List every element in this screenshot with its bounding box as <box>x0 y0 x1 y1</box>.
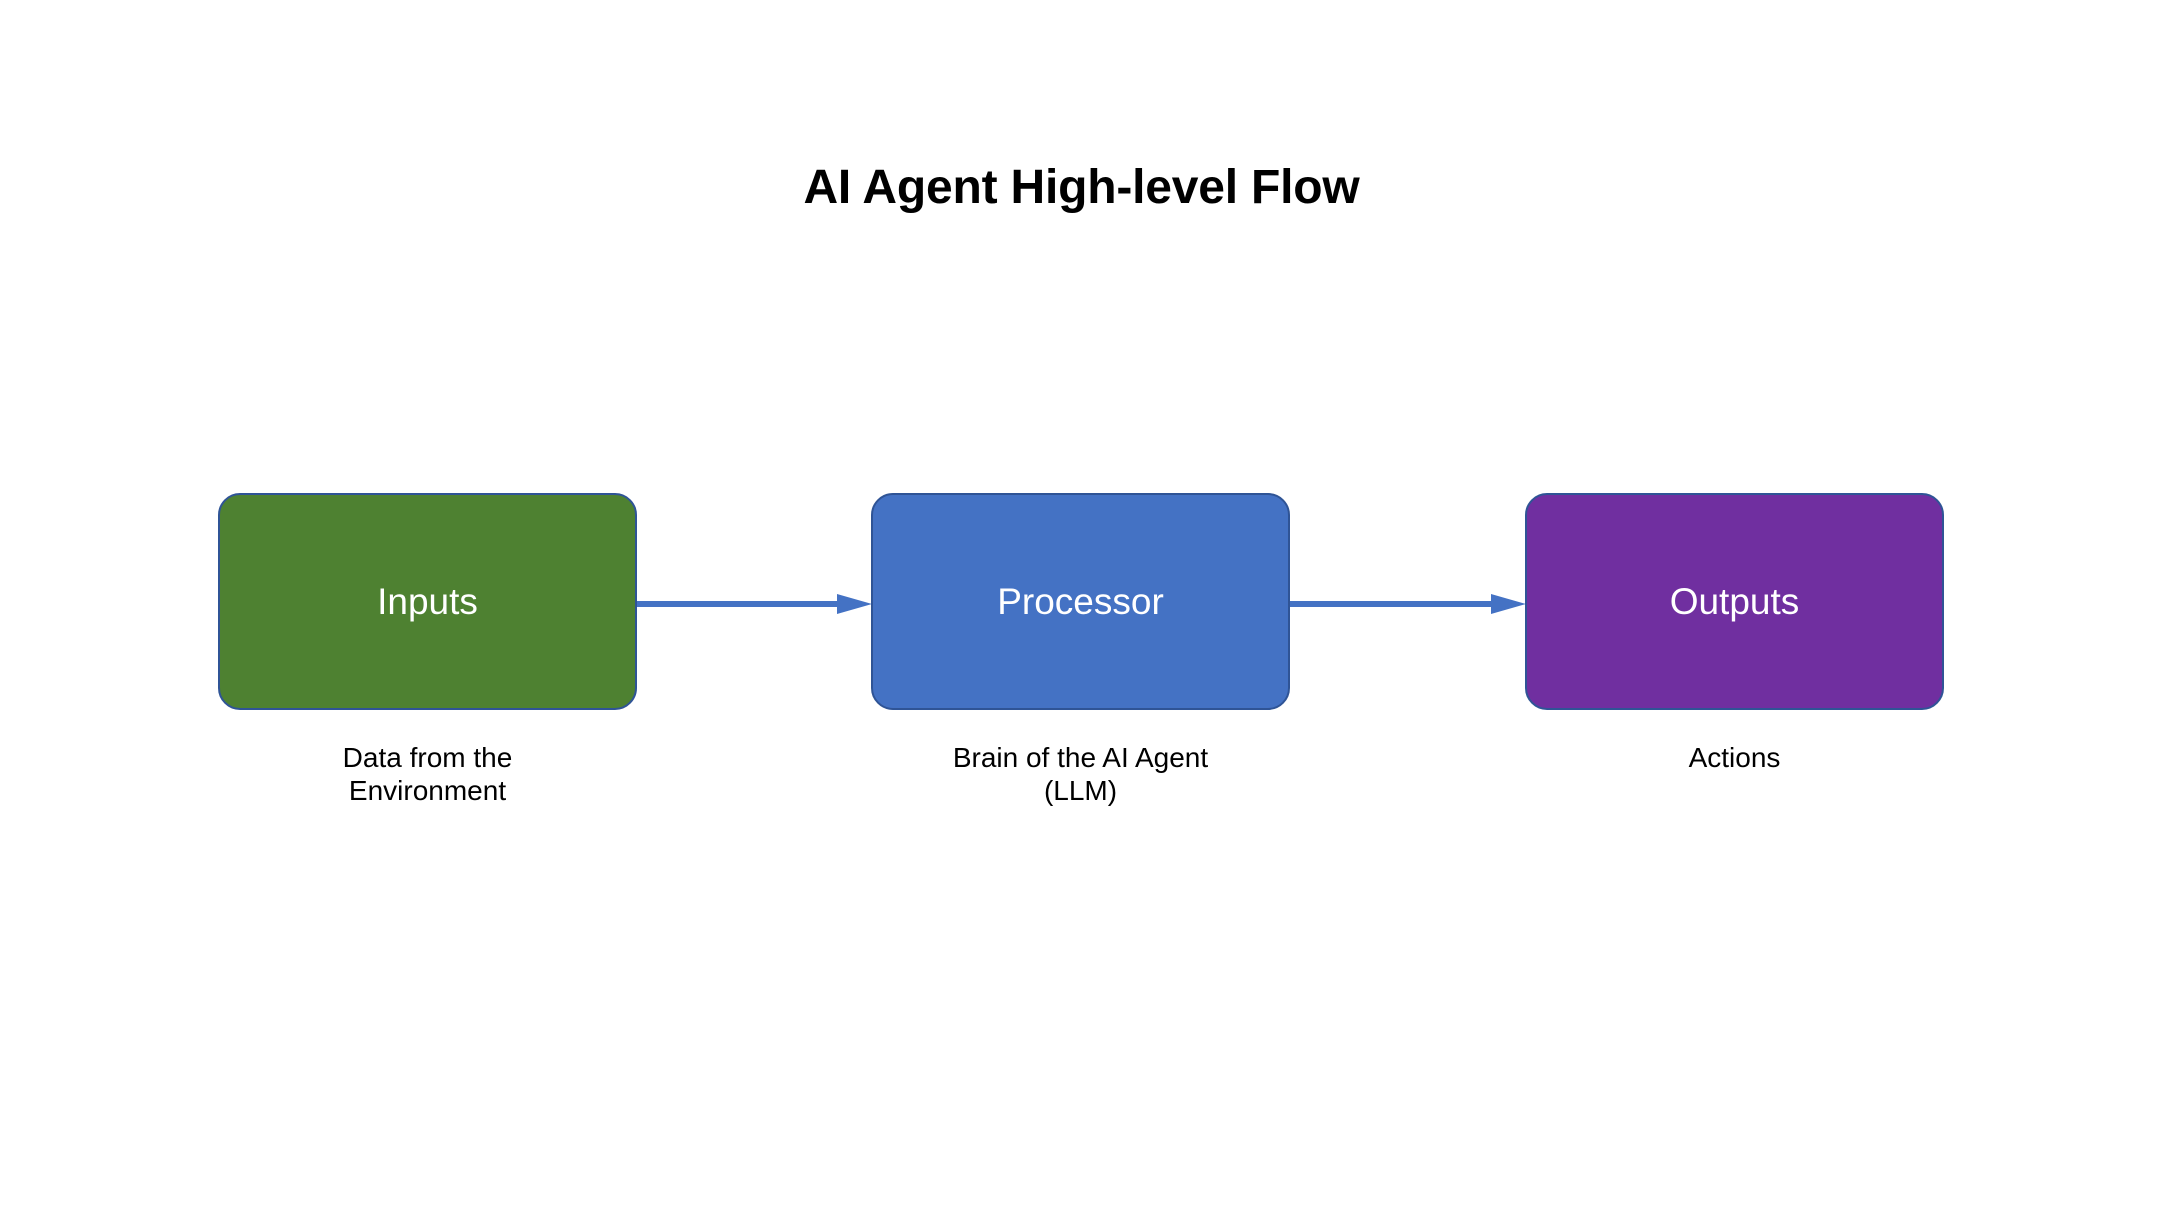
flow-node-processor[interactable]: Processor <box>871 493 1290 710</box>
arrow-right-icon <box>1290 594 1526 614</box>
flow-node-processor-label: Processor <box>997 581 1164 622</box>
flow-node-inputs-label: Inputs <box>377 581 478 622</box>
connector-processor-to-outputs <box>1290 591 1526 617</box>
connector-inputs-to-processor <box>637 591 872 617</box>
flow-node-inputs-caption: Data from the Environment <box>342 742 513 806</box>
arrow-right-icon <box>637 594 872 614</box>
flow-node-outputs[interactable]: Outputs <box>1525 493 1944 710</box>
page-title: AI Agent High-level Flow <box>803 161 1360 214</box>
flow-node-inputs[interactable]: Inputs <box>218 493 637 710</box>
flow-node-processor-caption: Brain of the AI Agent (LLM) <box>952 742 1209 806</box>
flow-node-outputs-label: Outputs <box>1669 581 1800 622</box>
flow-node-outputs-caption: Actions <box>1688 742 1781 773</box>
